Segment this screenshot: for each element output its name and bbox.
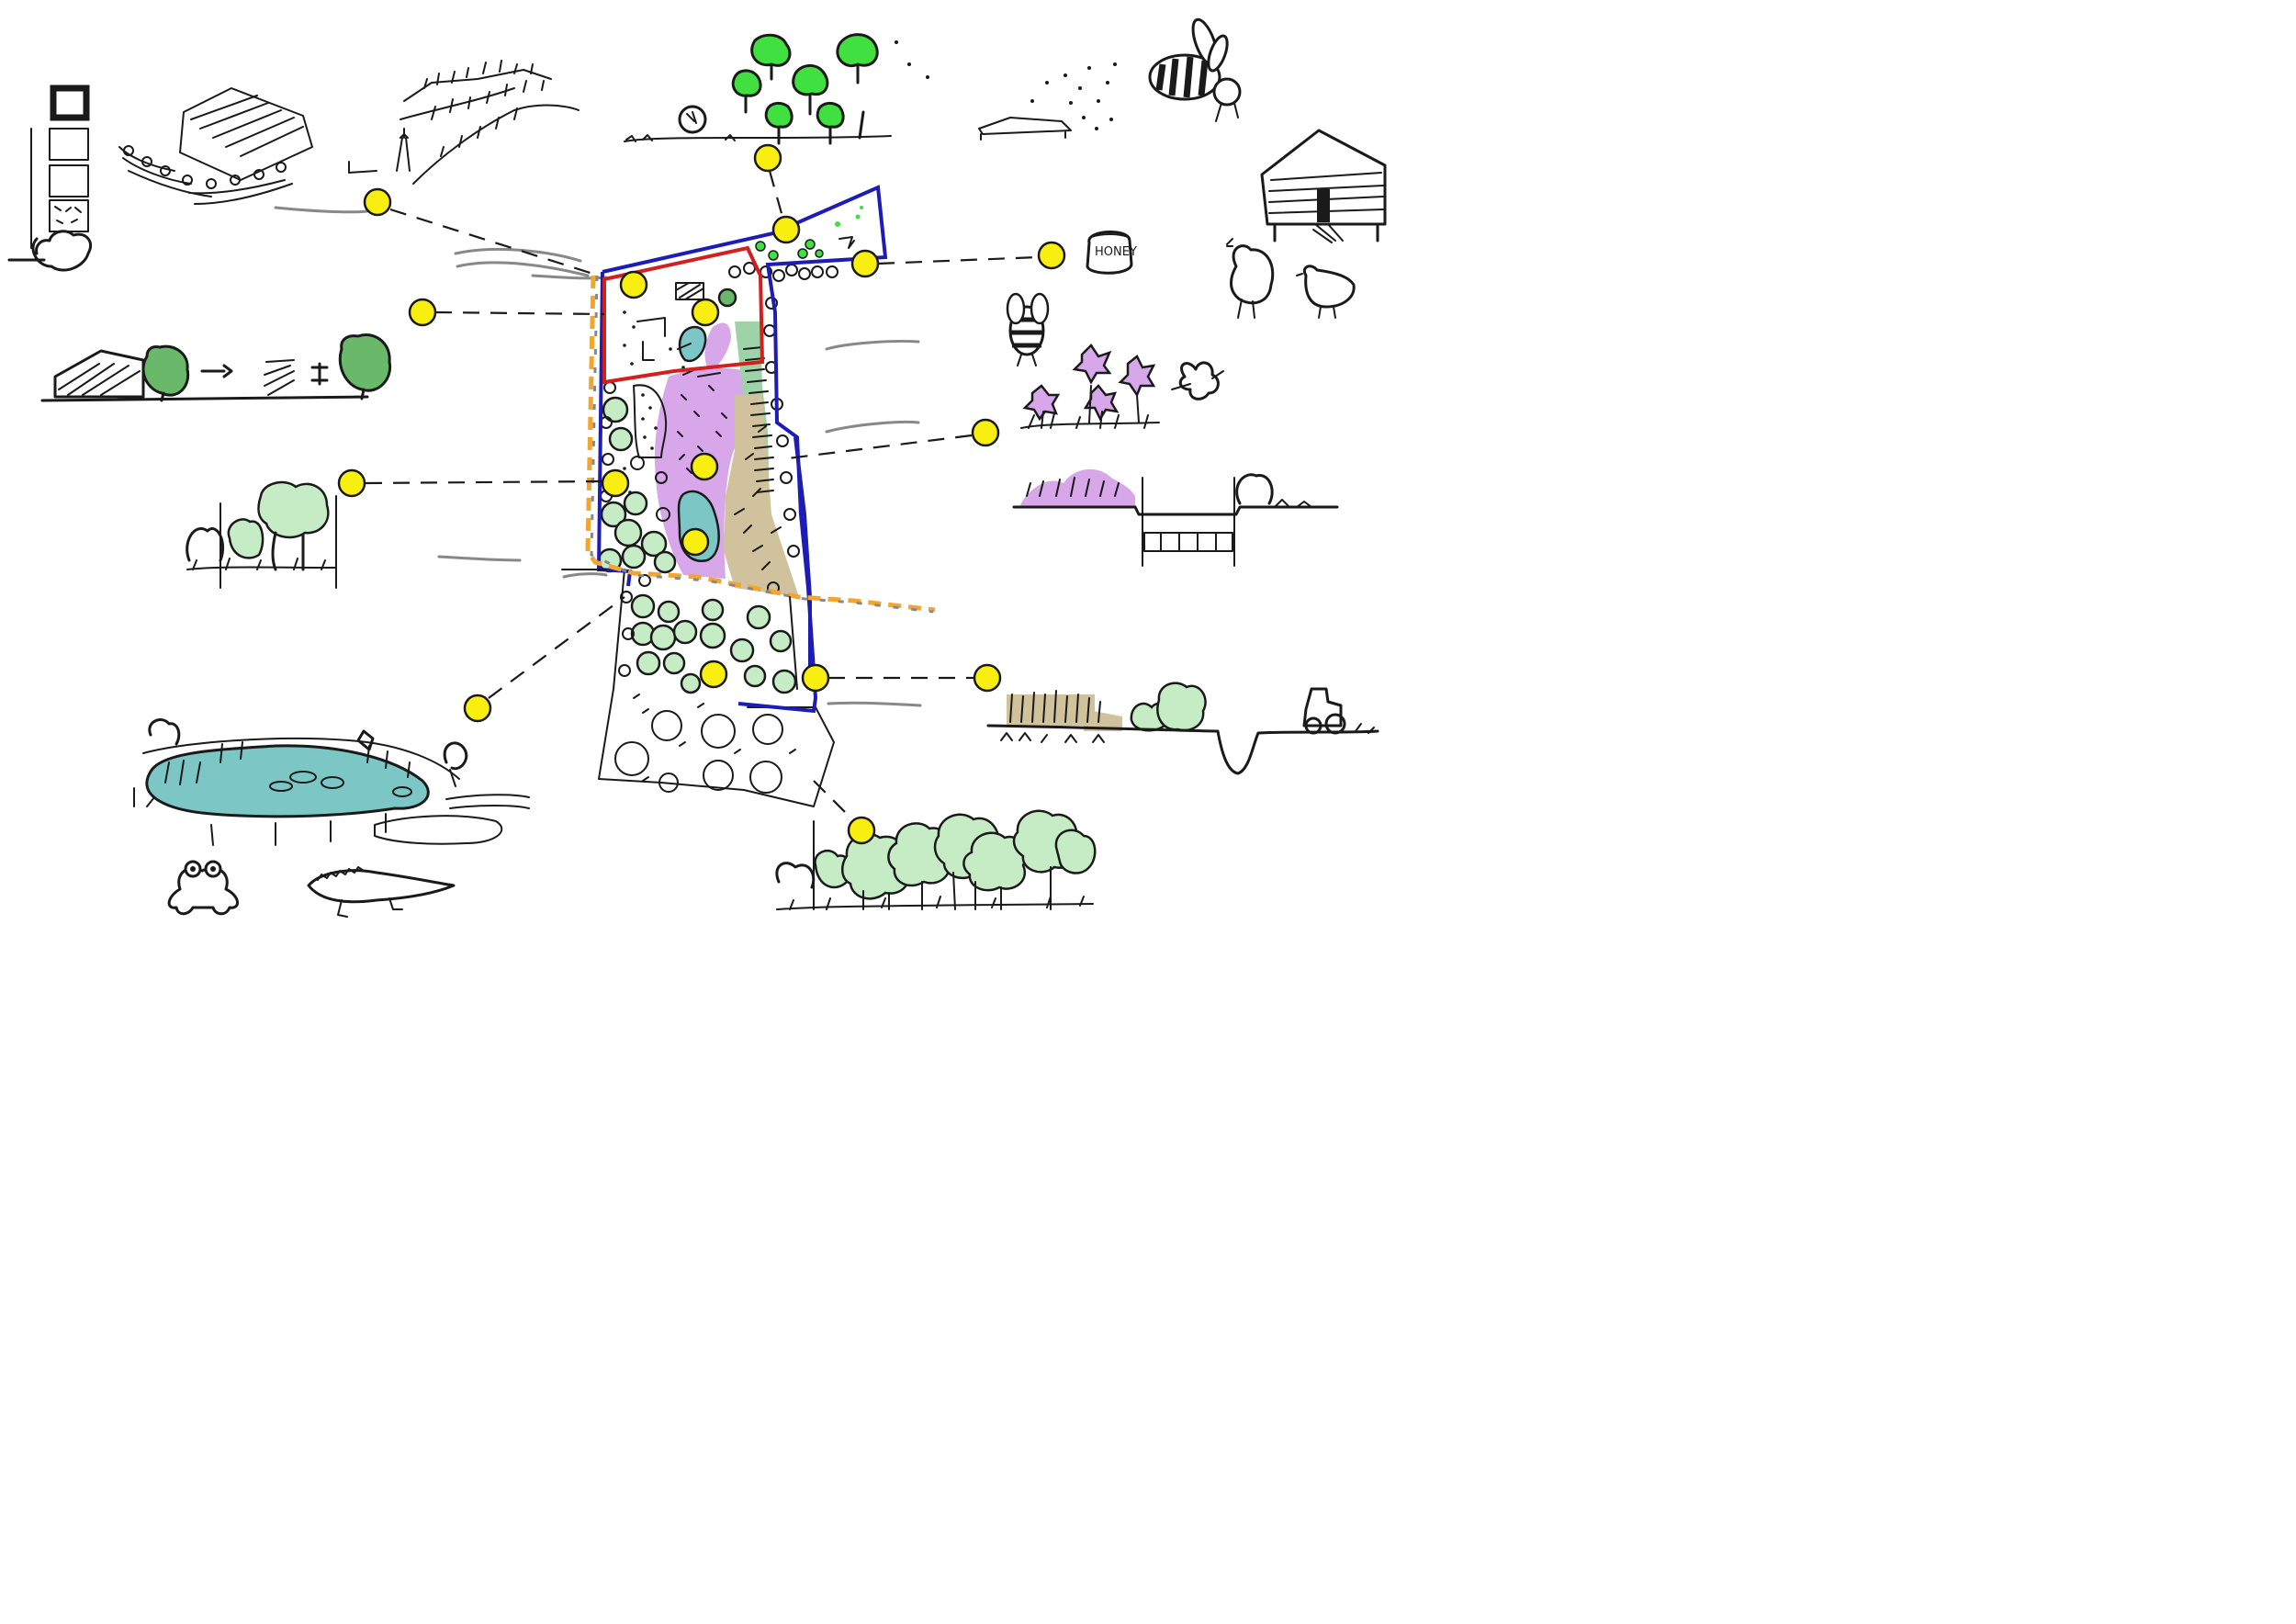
callout-marker-m4[interactable] [850,249,880,278]
callout-marker-m7[interactable] [619,270,648,299]
frog-icon [167,860,239,916]
wildflower-walk-sketch [274,60,580,214]
shade-section-sketch [40,333,392,402]
site-plan [454,185,936,807]
pollinator-bee-icon [1006,292,1050,367]
honey-jar-label: HONEY [1095,245,1137,259]
honey-jar-icon: HONEY [1086,230,1137,275]
wildflowers-sketch [1020,344,1224,429]
callout-marker-m6[interactable] [408,298,437,327]
callout-marker-m8[interactable] [691,298,720,327]
hedge-section-sketch [186,480,522,589]
orchard-sketch [624,33,929,145]
callout-leaders [365,170,1039,820]
callout-marker-m14[interactable] [463,694,492,723]
callout-marker-m3[interactable] [771,215,801,244]
chicken-icon [1226,238,1275,319]
raised-beds-sketch [118,87,313,205]
callout-marker-m5[interactable] [1037,241,1066,270]
callout-marker-m10[interactable] [337,468,366,498]
callout-marker-m15[interactable] [699,660,728,689]
callout-marker-m13[interactable] [681,527,710,557]
pond-section-sketch [133,718,530,846]
callout-marker-m9[interactable] [971,418,1000,447]
hen-icon [1296,265,1356,319]
woodland-section-sketch [775,809,1097,910]
bee-icon [1148,17,1242,122]
layer-column-sketch [7,85,93,272]
callout-marker-m16[interactable] [801,663,830,693]
meadow-section-sketch [1012,468,1339,567]
callout-marker-m18[interactable] [847,816,876,845]
chicken-coop-sketch [1260,129,1387,243]
callout-marker-m2[interactable] [753,143,782,173]
newt-icon [307,866,456,918]
callout-marker-m17[interactable] [973,663,1002,693]
callout-marker-m12[interactable] [690,452,719,481]
callout-marker-m11[interactable] [601,468,630,498]
callout-marker-m1[interactable] [363,187,392,217]
callout-markers [337,143,1066,845]
beehive-sketch [978,62,1117,141]
field-edge-section-sketch [986,682,1379,775]
